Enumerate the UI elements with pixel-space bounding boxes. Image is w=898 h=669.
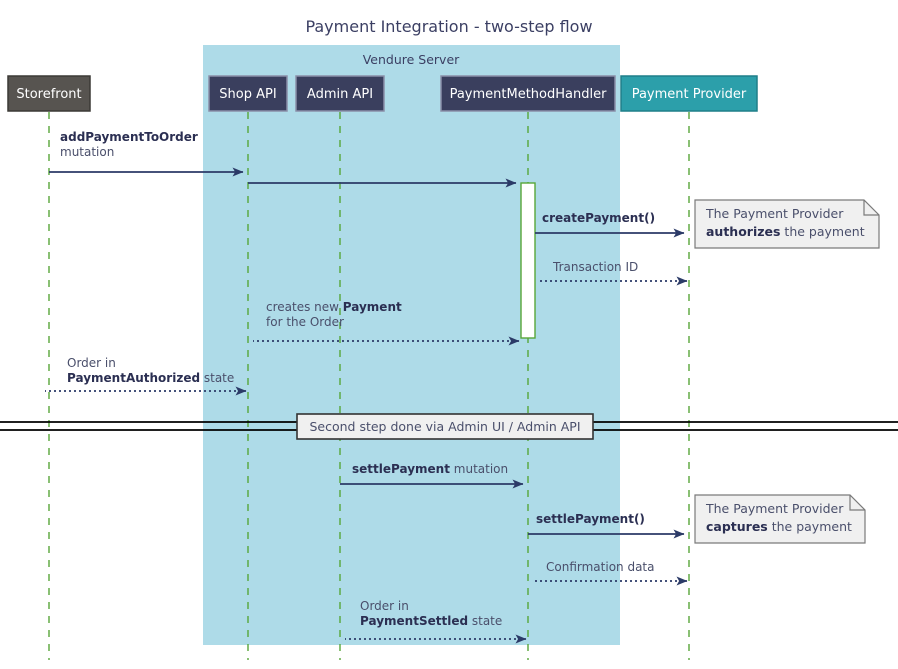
note-authorizes: The Payment Provider authorizes the paym…: [694, 199, 880, 249]
divider-label: Second step done via Admin UI / Admin AP…: [309, 419, 580, 434]
group-vendure-server: Vendure Server: [203, 45, 620, 645]
message-settle-payment-mutation-label: settlePayment mutation: [352, 462, 508, 476]
message-order-payment-authorized-label-1: Order in: [67, 356, 116, 370]
note-captures-line-2: captures the payment: [706, 519, 852, 534]
settle-payment-bold-text: settlePayment: [352, 462, 450, 476]
participant-payment-method-handler[interactable]: PaymentMethodHandler: [440, 75, 616, 112]
creates-new-text: creates new: [266, 300, 343, 314]
group-vendure-server-label: Vendure Server: [363, 52, 460, 67]
participant-payment-method-handler-box[interactable]: [440, 75, 616, 112]
participant-admin-api[interactable]: Admin API: [295, 75, 385, 112]
note-captures: The Payment Provider captures the paymen…: [694, 494, 866, 544]
participant-admin-api-box[interactable]: [295, 75, 385, 112]
message-order-payment-settled-label-2: PaymentSettled state: [360, 614, 502, 628]
payment-bold-text: Payment: [343, 300, 402, 314]
diagram-title: Payment Integration - two-step flow: [305, 17, 592, 36]
participant-storefront-label: Storefront: [16, 87, 81, 102]
message-order-payment-authorized: Order in PaymentAuthorized state: [45, 356, 247, 396]
note-captures-fold-icon: [849, 495, 865, 511]
participant-shop-api[interactable]: Shop API: [208, 75, 288, 112]
participant-payment-provider-box[interactable]: [620, 75, 758, 112]
message-confirmation-data-label: Confirmation data: [546, 560, 654, 574]
participant-storefront-box[interactable]: [7, 75, 91, 112]
group-vendure-server-box: [203, 45, 620, 645]
message-order-payment-settled: Order in PaymentSettled state: [345, 599, 527, 644]
message-settle-payment-call: settlePayment(): [528, 512, 685, 539]
state-text-1: state: [200, 371, 234, 385]
message-confirmation-data: Confirmation data: [533, 560, 688, 586]
participant-shop-api-box[interactable]: [208, 75, 288, 112]
message-transaction-id-label: Transaction ID: [552, 260, 638, 274]
message-settle-payment-call-label: settlePayment(): [536, 512, 645, 526]
note-authorizes-body: [694, 199, 880, 249]
note-captures-body: [694, 494, 866, 544]
message-create-payment-label: createPayment(): [542, 211, 655, 225]
payment-authorized-bold-text: PaymentAuthorized: [67, 371, 200, 385]
message-creates-new-payment-label-2: for the Order: [266, 315, 344, 329]
note-authorizes-fold-icon: [863, 200, 879, 216]
state-text-2: state: [468, 614, 502, 628]
captures-bold-text: captures: [706, 519, 768, 534]
message-creates-new-payment-label-1: creates new Payment: [266, 300, 402, 314]
note-captures-line-1: The Payment Provider: [705, 501, 844, 516]
note-authorizes-line-1: The Payment Provider: [705, 206, 844, 221]
the-payment-text-1: the payment: [780, 224, 864, 239]
mutation-text: mutation: [450, 462, 508, 476]
participant-storefront[interactable]: Storefront: [7, 75, 91, 112]
the-payment-text-2: the payment: [768, 519, 852, 534]
note-authorizes-line-2: authorizes the payment: [706, 224, 865, 239]
authorizes-bold-text: authorizes: [706, 224, 780, 239]
activation-bar-payment-method-handler: [520, 182, 536, 339]
message-creates-new-payment: creates new Payment for the Order: [253, 300, 520, 346]
divider-label-box: [296, 413, 594, 440]
message-add-payment-to-order-label-2: mutation: [60, 145, 114, 159]
divider-second-step: Second step done via Admin UI / Admin AP…: [0, 413, 898, 440]
participant-admin-api-label: Admin API: [307, 87, 373, 102]
payment-settled-bold-text: PaymentSettled: [360, 614, 468, 628]
message-add-payment-to-order: addPaymentToOrder mutation: [49, 130, 244, 177]
message-order-payment-settled-label-1: Order in: [360, 599, 409, 613]
participant-payment-provider[interactable]: Payment Provider: [620, 75, 758, 112]
message-settle-payment-mutation: settlePayment mutation: [340, 462, 524, 489]
message-add-payment-to-order-label-1: addPaymentToOrder: [60, 130, 198, 144]
participant-shop-api-label: Shop API: [219, 87, 276, 102]
message-order-payment-authorized-label-2: PaymentAuthorized state: [67, 371, 234, 385]
message-create-payment: createPayment(): [535, 211, 685, 238]
participant-payment-provider-label: Payment Provider: [632, 87, 747, 102]
participant-payment-method-handler-label: PaymentMethodHandler: [450, 87, 608, 102]
message-transaction-id: Transaction ID: [540, 260, 688, 286]
